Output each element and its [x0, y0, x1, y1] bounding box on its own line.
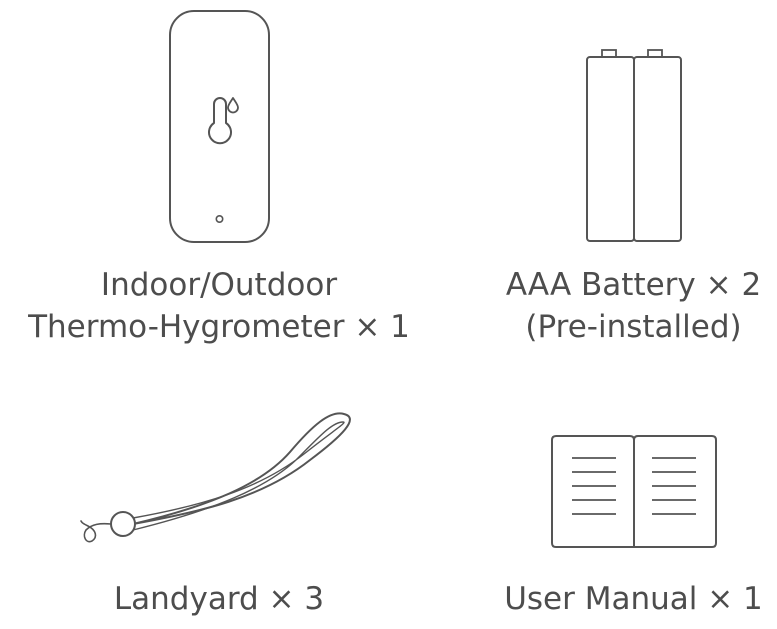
lanyard-icon	[80, 412, 351, 543]
caption-line: (Pre-installed)	[525, 309, 742, 345]
caption-line: Thermo-Hygrometer × 1	[28, 309, 410, 345]
thermo-hygrometer-device-icon	[169, 10, 270, 243]
item-battery: AAA Battery × 2 (Pre-installed)	[440, 0, 777, 360]
caption-lanyard: Landyard × 3	[0, 578, 438, 620]
caption-battery: AAA Battery × 2 (Pre-installed)	[440, 264, 777, 348]
caption-line: AAA Battery × 2	[505, 267, 762, 303]
item-manual: User Manual × 1	[440, 360, 777, 629]
caption-line: Indoor/Outdoor	[100, 267, 338, 303]
caption-thermo-hygrometer: Indoor/Outdoor Thermo-Hygrometer × 1	[0, 264, 438, 348]
item-thermo-hygrometer: Indoor/Outdoor Thermo-Hygrometer × 1	[0, 0, 440, 360]
item-lanyard: Landyard × 3	[0, 360, 440, 629]
caption-manual: User Manual × 1	[440, 578, 777, 620]
aaa-battery-icon	[586, 49, 682, 242]
open-book-icon	[551, 435, 717, 548]
caption-line: User Manual × 1	[504, 581, 763, 617]
caption-line: Landyard × 3	[113, 581, 325, 617]
